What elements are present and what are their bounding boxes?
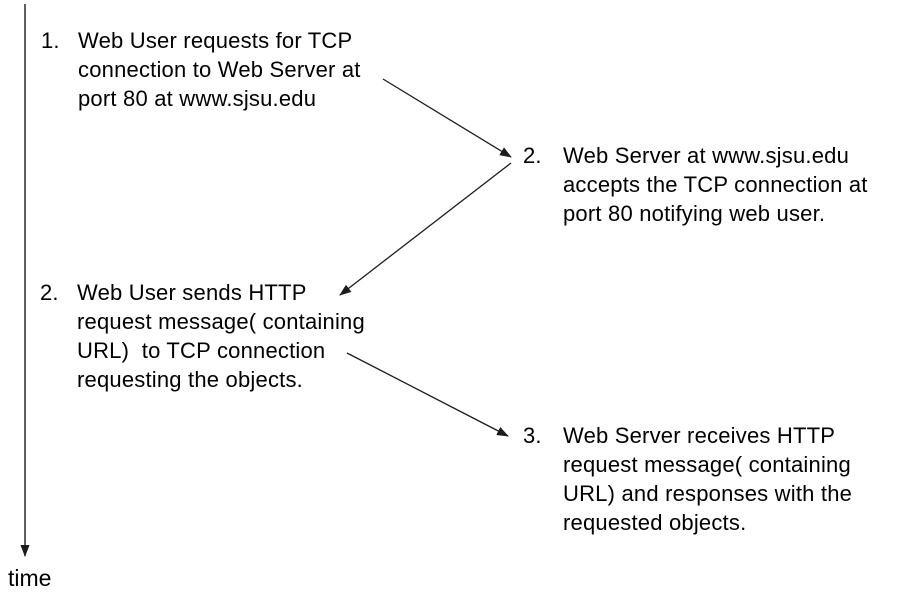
step-note-2-right: 2. Web Server at www.sjsu.edu accepts th… — [523, 141, 868, 228]
step-text: Web User requests for TCP connection to … — [78, 28, 361, 111]
step-note-1: 1. Web User requests for TCP connection … — [41, 26, 361, 113]
arrow-step2-to-step2b-icon — [339, 162, 512, 296]
step-number: 2. — [40, 280, 59, 305]
step-number: 3. — [523, 423, 542, 448]
step-number: 1. — [41, 28, 60, 53]
step-text: Web User sends HTTP request message( con… — [77, 280, 365, 392]
step-text: Web Server at www.sjsu.edu accepts the T… — [563, 143, 868, 226]
step-number: 2. — [523, 143, 542, 168]
step-text: Web Server receives HTTP request message… — [563, 423, 853, 535]
arrow-step2b-to-step3-icon — [346, 352, 509, 437]
time-axis-label: time — [8, 565, 52, 591]
step-note-3: 3. Web Server receives HTTP request mess… — [523, 421, 852, 537]
arrow-step1-to-step2-icon — [382, 78, 512, 158]
step-note-2-left: 2. Web User sends HTTP request message( … — [40, 278, 365, 394]
